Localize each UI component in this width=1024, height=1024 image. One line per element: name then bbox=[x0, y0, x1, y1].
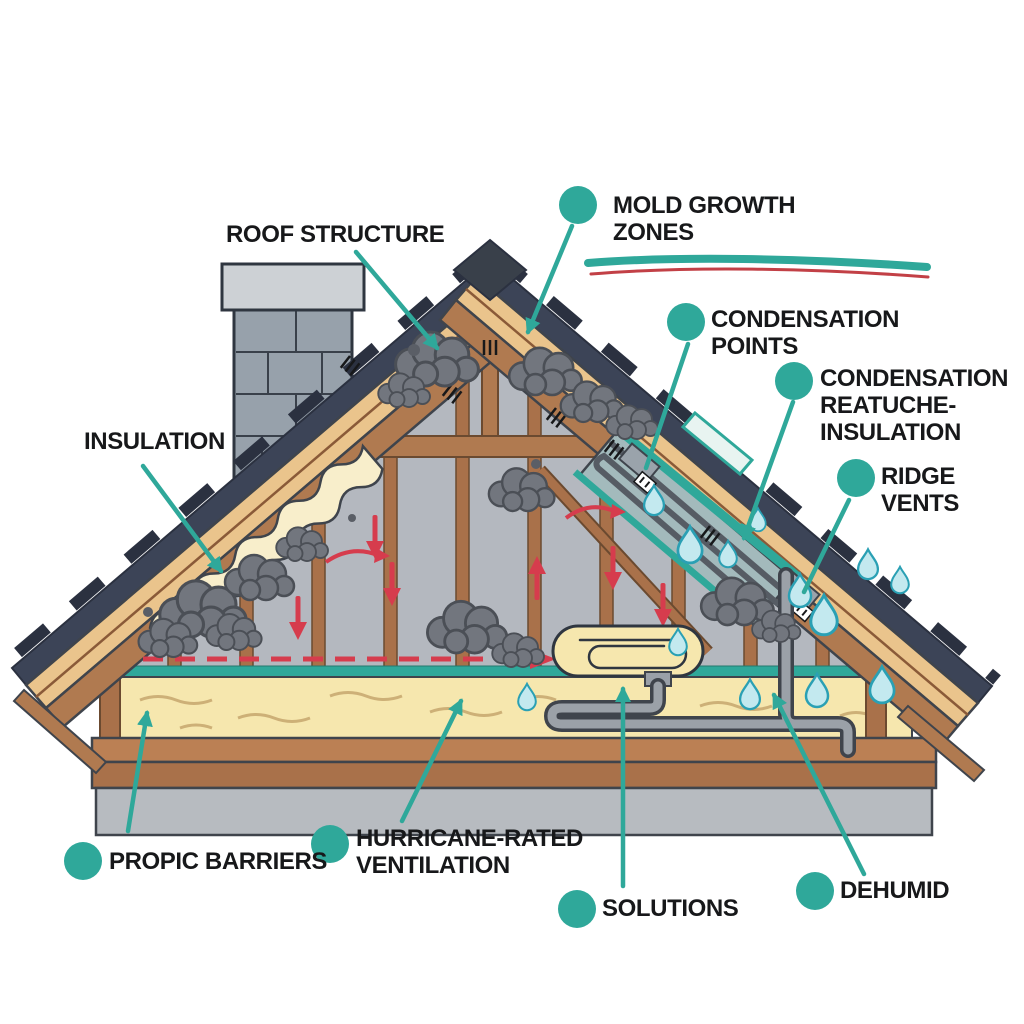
foundation-wall bbox=[94, 786, 934, 837]
leader-ridge-vents bbox=[801, 497, 852, 595]
legend-dot-condensation-points bbox=[667, 303, 705, 341]
legend-dot-propic-barriers bbox=[64, 842, 102, 880]
band-joist bbox=[90, 760, 938, 790]
label-propic-barriers: PROPIC BARRIERS bbox=[109, 848, 328, 875]
right-eave-plank bbox=[896, 704, 986, 783]
leader-roof-structure bbox=[353, 249, 440, 351]
label-roof-structure: ROOF STRUCTURE bbox=[226, 221, 445, 248]
leader-condensation-points bbox=[643, 341, 691, 471]
legend-dot-dehumid bbox=[796, 872, 834, 910]
left-eave-plank bbox=[12, 688, 108, 775]
legend-swoosh-teal bbox=[584, 254, 931, 271]
leader-insulation bbox=[140, 463, 224, 574]
leader-condensation-reatuche bbox=[740, 399, 796, 541]
ridge-vent-baffle bbox=[680, 410, 755, 477]
legend-swoosh-red bbox=[589, 267, 930, 279]
legend-dot-solutions bbox=[558, 890, 596, 928]
label-hurricane-rated-ventilation: HURRICANE-RATED VENTILATION bbox=[356, 825, 583, 879]
leader-mold-growth-zones bbox=[525, 223, 575, 335]
label-insulation: INSULATION bbox=[84, 428, 225, 455]
leader-hurricane-ventilation bbox=[399, 698, 464, 824]
label-solutions: SOLUTIONS bbox=[602, 895, 739, 922]
label-condensation-points: CONDENSATION POINTS bbox=[711, 306, 900, 360]
ridge-cap bbox=[452, 238, 528, 302]
panel-teal-strip-top bbox=[611, 422, 800, 580]
leader-propic-barriers bbox=[125, 710, 153, 834]
chimney-cap bbox=[220, 262, 366, 312]
legend-dot-mold-growth-zones bbox=[559, 186, 597, 224]
legend-dot-condensation-reatuche bbox=[775, 362, 813, 400]
label-mold-growth-zones: MOLD GROWTH ZONES bbox=[613, 192, 796, 246]
mold-clouds bbox=[137, 330, 802, 668]
panel-bracket-upper bbox=[617, 442, 661, 495]
label-ridge-vents: RIDGE VENTS bbox=[881, 463, 960, 517]
label-dehumid: DEHUMID bbox=[840, 877, 950, 904]
leader-dehumid bbox=[771, 692, 867, 877]
leader-lines bbox=[125, 223, 931, 889]
label-condensation-reatuche-insulation: CONDENSATION REATUCHE- INSULATION bbox=[820, 365, 1009, 446]
top-plate bbox=[90, 736, 938, 764]
legend-dot-ridge-vents bbox=[837, 459, 875, 497]
legend-dot-hurricane-ventilation bbox=[311, 825, 349, 863]
ceiling-base bbox=[90, 651, 938, 837]
